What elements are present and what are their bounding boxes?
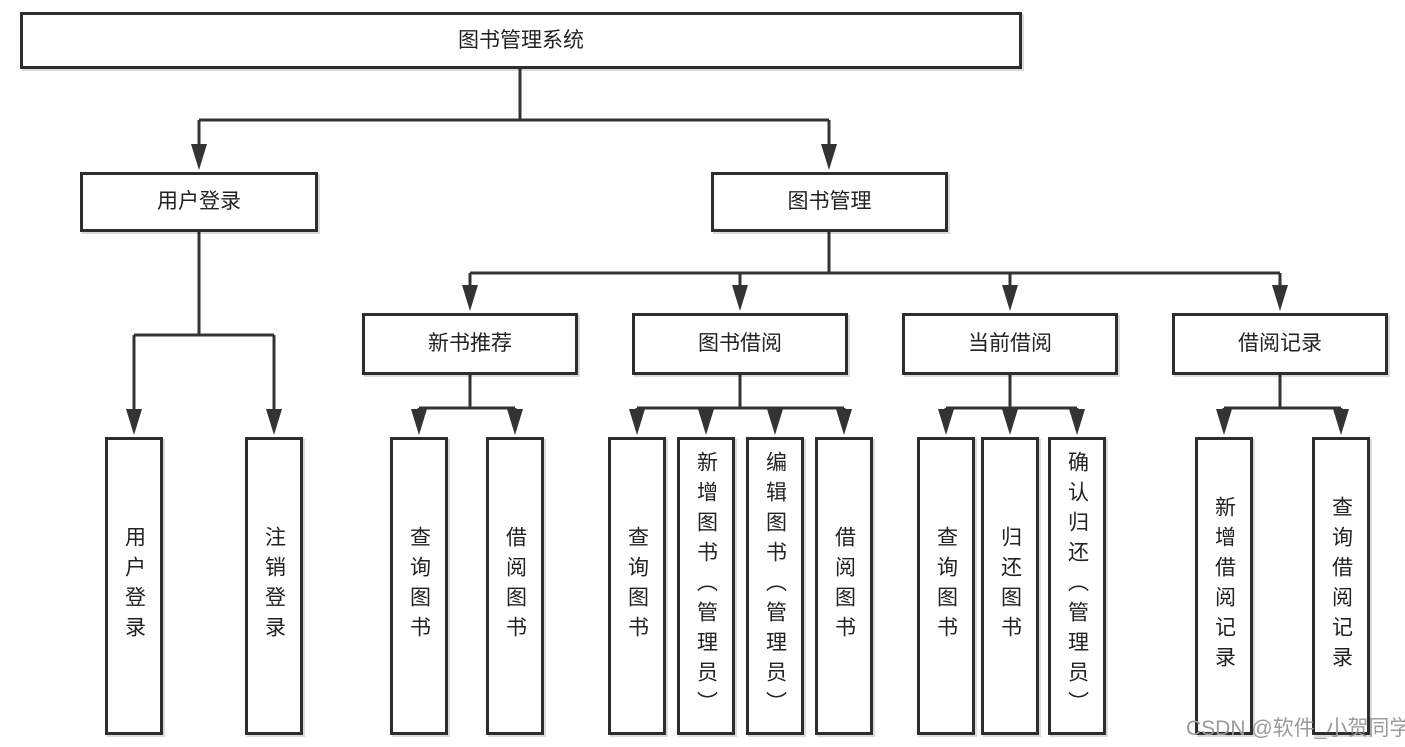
node-book-borrow: 图书借阅 <box>632 313 848 375</box>
node-add-book-admin: 新增图书（管理员） <box>677 437 735 735</box>
node-new-book-recommend: 新书推荐 <box>362 313 578 375</box>
connector-current-borrow <box>944 375 1079 414</box>
node-label: 查询图书 <box>625 526 649 646</box>
node-label: 新增图书（管理员） <box>694 451 718 721</box>
node-user-login: 用户登录 <box>80 172 318 232</box>
csdn-watermark: CSDN @软件_小贺同学 <box>1186 717 1405 740</box>
node-label: 注销登录 <box>262 526 286 646</box>
node-label: 借阅图书 <box>503 526 527 646</box>
node-label: 查询图书 <box>407 526 431 646</box>
node-label: 新增借阅记录 <box>1212 496 1236 676</box>
node-label: 借阅记录 <box>1238 332 1322 356</box>
node-label: 图书管理系统 <box>458 28 584 52</box>
node-label: 新书推荐 <box>428 332 512 356</box>
node-query-books-borrow: 查询图书 <box>608 437 666 735</box>
connector-user-login <box>132 232 276 412</box>
node-return-book: 归还图书 <box>981 437 1039 735</box>
node-label: 图书借阅 <box>698 332 782 356</box>
node-user-login-leaf: 用户登录 <box>105 437 163 735</box>
node-confirm-return-admin: 确认归还（管理员） <box>1048 437 1106 735</box>
connector-book-borrow <box>635 375 846 414</box>
node-current-borrow: 当前借阅 <box>902 313 1118 375</box>
node-label: 用户登录 <box>122 526 146 646</box>
node-borrow-books-recommend: 借阅图书 <box>486 437 544 735</box>
node-label: 借阅图书 <box>832 526 856 646</box>
node-borrow-records: 借阅记录 <box>1172 313 1388 375</box>
node-borrow-books-leaf: 借阅图书 <box>815 437 873 735</box>
node-label: 用户登录 <box>157 190 241 214</box>
node-label: 查询图书 <box>934 526 958 646</box>
connector-borrow-records <box>1222 375 1343 414</box>
connector-book-management <box>468 232 1282 290</box>
connector-new-book-recommend <box>417 375 517 414</box>
node-logout: 注销登录 <box>245 437 303 735</box>
connector-root <box>197 68 831 150</box>
node-label: 查询借阅记录 <box>1329 496 1353 676</box>
node-label: 确认归还（管理员） <box>1065 451 1089 721</box>
node-label: 归还图书 <box>998 526 1022 646</box>
node-book-management-system: 图书管理系统 <box>20 12 1022 69</box>
node-add-borrow-record: 新增借阅记录 <box>1195 437 1253 735</box>
node-edit-book-admin: 编辑图书（管理员） <box>746 437 804 735</box>
node-label: 当前借阅 <box>968 332 1052 356</box>
node-query-books-recommend: 查询图书 <box>390 437 448 735</box>
node-book-management: 图书管理 <box>711 172 948 232</box>
node-query-borrow-record: 查询借阅记录 <box>1312 437 1370 735</box>
node-label: 编辑图书（管理员） <box>763 451 787 721</box>
node-query-books-current: 查询图书 <box>917 437 975 735</box>
arrowheads <box>126 144 1349 435</box>
node-label: 图书管理 <box>787 190 872 214</box>
